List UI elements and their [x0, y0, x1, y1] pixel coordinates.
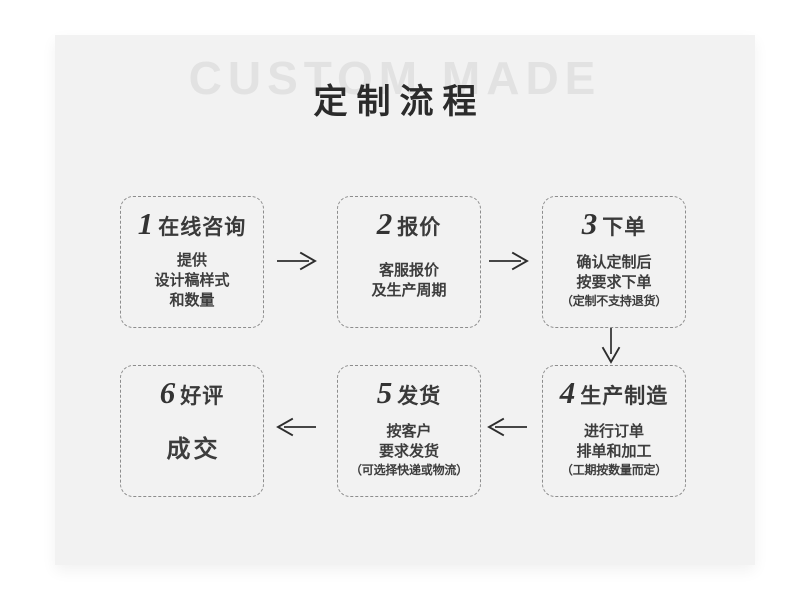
step-body-note: （定制不支持退货）	[560, 293, 668, 308]
title-block: CUSTOM MADE 定制流程	[0, 52, 790, 142]
step-card-5-header: 5 发货	[377, 377, 442, 408]
arrow-down-icon	[601, 328, 621, 364]
step-body-line: 及生产周期	[371, 283, 447, 299]
step-heading-1: 在线咨询	[158, 215, 247, 239]
step-body-line: 要求发货	[378, 443, 439, 460]
step-number-3: 3	[581, 206, 598, 241]
arrow-left-icon	[276, 417, 316, 437]
step-body-line: 进行订单	[583, 423, 644, 440]
arrow-right-icon	[277, 251, 317, 271]
step-body-line: 设计稿样式	[154, 273, 230, 289]
step-number-2: 2	[376, 206, 393, 241]
step-number-6: 6	[159, 375, 176, 410]
step-heading-2: 报价	[397, 215, 442, 239]
step-card-2-body: 客服报价 及生产周期	[338, 241, 480, 327]
step-card-1-header: 1 在线咨询	[138, 208, 247, 239]
step-card-1[interactable]: 1 在线咨询 提供 设计稿样式 和数量	[120, 196, 264, 328]
step-body-note: （工期按数量而定）	[560, 462, 668, 477]
step-number-1: 1	[137, 206, 154, 241]
step-card-4-body: 进行订单 排单和加工 （工期按数量而定）	[543, 410, 685, 496]
step-card-6-body: 成交	[121, 410, 263, 496]
step-body-line: 按要求下单	[576, 274, 652, 291]
step-card-2-header: 2 报价	[377, 208, 442, 239]
page-title: 定制流程	[313, 84, 486, 121]
arrow-left-icon	[487, 417, 527, 437]
step-card-4-header: 4 生产制造	[560, 377, 669, 408]
step-card-1-body: 提供 设计稿样式 和数量	[121, 241, 263, 327]
step-card-6-header: 6 好评	[160, 377, 225, 408]
step-body-line: 成交	[166, 437, 221, 463]
content-panel	[55, 35, 755, 565]
step-card-4[interactable]: 4 生产制造 进行订单 排单和加工 （工期按数量而定）	[542, 365, 686, 497]
step-body-line: 按客户	[386, 423, 432, 440]
step-body-line: 确认定制后	[576, 254, 652, 271]
watermark-text: CUSTOM MADE	[188, 52, 602, 104]
step-card-5[interactable]: 5 发货 按客户 要求发货 （可选择快递或物流）	[337, 365, 481, 497]
step-card-3[interactable]: 3 下单 确认定制后 按要求下单 （定制不支持退货）	[542, 196, 686, 328]
step-card-5-body: 按客户 要求发货 （可选择快递或物流）	[338, 410, 480, 496]
step-heading-4: 生产制造	[580, 384, 669, 408]
step-heading-5: 发货	[397, 384, 442, 408]
step-heading-6: 好评	[180, 384, 225, 408]
step-heading-3: 下单	[602, 215, 647, 239]
step-body-line: 和数量	[169, 293, 215, 309]
step-body-line: 提供	[176, 253, 207, 269]
step-number-4: 4	[559, 375, 576, 410]
arrow-right-icon	[489, 251, 529, 271]
step-body-line: 客服报价	[378, 263, 439, 279]
step-card-3-body: 确认定制后 按要求下单 （定制不支持退货）	[543, 241, 685, 327]
step-body-note: （可选择快递或物流）	[349, 462, 468, 477]
step-number-5: 5	[376, 375, 393, 410]
step-card-3-header: 3 下单	[582, 208, 647, 239]
step-card-6[interactable]: 6 好评 成交	[120, 365, 264, 497]
step-body-line: 排单和加工	[576, 443, 652, 460]
step-card-2[interactable]: 2 报价 客服报价 及生产周期	[337, 196, 481, 328]
